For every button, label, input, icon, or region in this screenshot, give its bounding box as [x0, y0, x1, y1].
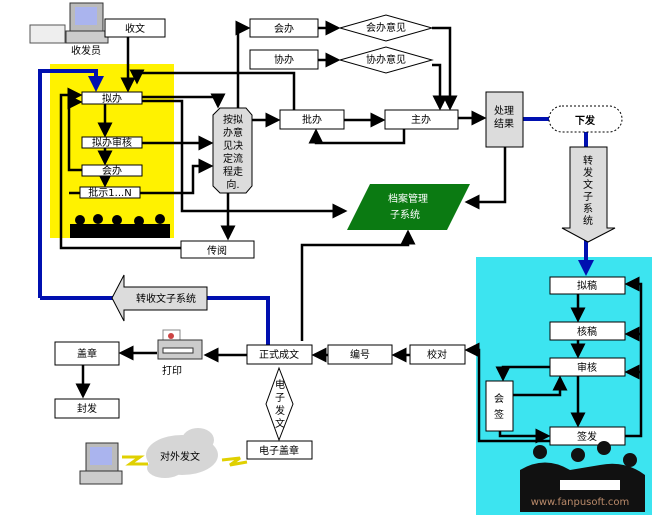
issue-node[interactable]: 下发: [548, 105, 623, 133]
instruct-box[interactable]: 批示1...N: [79, 186, 141, 199]
svg-text:转收文子系统: 转收文子系统: [136, 292, 196, 305]
svg-text:拟办审核: 拟办审核: [92, 136, 132, 149]
cloud-icon: [146, 428, 218, 478]
assist-box[interactable]: 协办: [249, 49, 319, 70]
draft-handle-box[interactable]: 拟办: [81, 91, 143, 105]
e-stamp-box[interactable]: 电子盖章: [246, 440, 313, 460]
svg-text:定流: 定流: [223, 152, 243, 165]
svg-text:拟稿: 拟稿: [577, 279, 597, 292]
stamp-box[interactable]: 盖章: [54, 341, 120, 366]
svg-text:子: 子: [275, 392, 285, 404]
svg-text:下发: 下发: [575, 114, 596, 127]
svg-text:协办: 协办: [274, 53, 294, 66]
svg-text:见决: 见决: [223, 140, 243, 152]
svg-text:核稿: 核稿: [577, 325, 597, 338]
svg-text:会办意见: 会办意见: [366, 21, 406, 34]
svg-text:发: 发: [275, 404, 285, 417]
svg-text:校对: 校对: [427, 348, 447, 361]
svg-text:批办: 批办: [302, 113, 322, 126]
svg-text:电: 电: [275, 378, 285, 391]
svg-text:发: 发: [583, 166, 593, 179]
svg-text:主办: 主办: [411, 113, 431, 126]
printer-icon[interactable]: [157, 329, 203, 360]
svg-text:封发: 封发: [77, 402, 97, 415]
review-box[interactable]: 审核: [549, 357, 626, 377]
svg-text:协办意见: 协办意见: [366, 53, 406, 66]
approve-handle-box[interactable]: 批办: [279, 109, 345, 130]
svg-text:会办: 会办: [274, 22, 294, 35]
svg-text:档案管理: 档案管理: [388, 192, 428, 205]
svg-text:文: 文: [583, 178, 593, 191]
joint-handle-top-box[interactable]: 会办: [249, 18, 319, 38]
svg-text:会办: 会办: [102, 164, 122, 177]
svg-text:处理: 处理: [494, 105, 514, 117]
receive-box[interactable]: 收文: [104, 18, 166, 38]
proofread-box[interactable]: 校对: [409, 344, 466, 365]
external-send-label: 对外发文: [160, 450, 200, 463]
svg-text:编号: 编号: [350, 348, 370, 361]
svg-text:按拟: 按拟: [223, 113, 243, 126]
svg-text:向.: 向.: [226, 178, 239, 191]
svg-text:签: 签: [494, 408, 504, 421]
sign-box[interactable]: 签发: [549, 426, 626, 446]
svg-text:办意: 办意: [223, 126, 243, 139]
svg-text:会: 会: [494, 392, 504, 405]
svg-text:统: 统: [583, 214, 593, 227]
joint-opinion-diamond[interactable]: 会办意见: [338, 14, 434, 42]
svg-text:转: 转: [583, 154, 593, 167]
svg-text:子系统: 子系统: [390, 208, 420, 221]
number-box[interactable]: 编号: [327, 344, 393, 365]
print-label: 打印: [162, 364, 182, 377]
svg-text:收文: 收文: [125, 22, 145, 35]
computer-icon: [79, 442, 123, 485]
receive-subsystem-arrow[interactable]: 转收文子系统: [111, 274, 208, 322]
svg-text:批示1...N: 批示1...N: [88, 186, 131, 199]
svg-text:拟办: 拟办: [102, 92, 122, 105]
svg-text:文: 文: [275, 417, 285, 430]
check-box[interactable]: 核稿: [549, 321, 626, 341]
svg-text:签发: 签发: [577, 430, 597, 443]
draft-review-box[interactable]: 拟办审核: [81, 136, 143, 149]
svg-text:结果: 结果: [494, 117, 514, 130]
seal-send-box[interactable]: 封发: [54, 398, 120, 419]
computer-icon: [29, 2, 109, 44]
svg-text:审核: 审核: [577, 361, 597, 374]
countersign-box[interactable]: 会签: [485, 380, 514, 432]
svg-text:系: 系: [583, 203, 593, 215]
svg-text:程走: 程走: [223, 166, 243, 178]
svg-text:盖章: 盖章: [77, 347, 97, 360]
link-bolt-icon: [221, 456, 248, 467]
svg-text:子: 子: [583, 191, 593, 203]
drafting-box[interactable]: 拟稿: [549, 276, 626, 295]
watermark: www.fanpusoft.com: [531, 497, 630, 508]
circulate-box[interactable]: 传阅: [180, 240, 255, 259]
link-bolt-icon: [122, 455, 148, 466]
main-handle-box[interactable]: 主办: [384, 109, 459, 130]
meeting-people-image: [520, 441, 645, 512]
svg-text:正式成文: 正式成文: [259, 348, 299, 361]
formal-doc-box[interactable]: 正式成文: [246, 344, 313, 365]
svg-text:电子盖章: 电子盖章: [259, 444, 299, 457]
joint-handle-left-box[interactable]: 会办: [81, 164, 143, 177]
clerk-label: 收发员: [71, 44, 101, 57]
assist-opinion-diamond[interactable]: 协办意见: [338, 46, 434, 74]
people-silhouette-icon: [70, 214, 170, 238]
svg-text:传阅: 传阅: [207, 244, 227, 257]
